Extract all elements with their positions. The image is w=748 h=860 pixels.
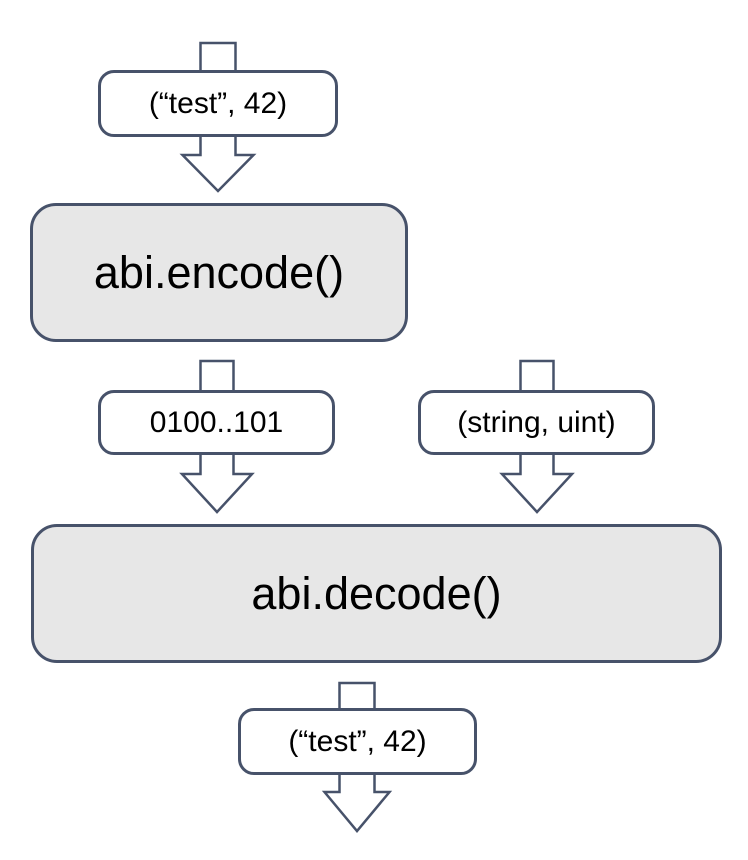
node-abi-encode: abi.encode() [30,203,408,342]
node-output-tuple-label: (“test”, 42) [288,724,427,758]
node-abi-encode-label: abi.encode() [93,246,345,298]
node-abi-decode-label: abi.decode() [251,567,502,619]
node-types-tuple-label: (string, uint) [457,405,616,439]
node-abi-decode: abi.decode() [31,524,722,663]
node-encoded-bytes: 0100..101 [98,390,335,455]
node-types-tuple: (string, uint) [418,390,655,455]
node-encoded-bytes-label: 0100..101 [149,405,284,439]
node-output-tuple: (“test”, 42) [238,708,477,775]
node-input-tuple: (“test”, 42) [98,70,338,137]
node-input-tuple-label: (“test”, 42) [148,86,288,120]
